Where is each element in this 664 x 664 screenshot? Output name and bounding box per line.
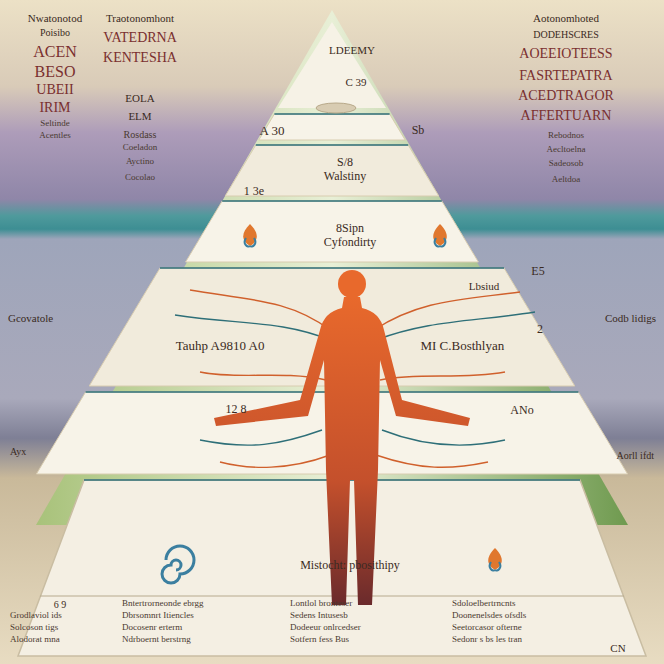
text-label: Sb: [412, 124, 425, 137]
tier-text: Cyfondirty: [321, 236, 380, 250]
text-label: Seltinde: [40, 119, 70, 129]
pyramid-tier: 8SipnCyfondirty: [317, 220, 384, 252]
text-label: Sotfern fess Bus: [290, 635, 349, 645]
text-label: VATEDRNA: [103, 30, 177, 45]
tier-text: LDEEMY: [326, 44, 378, 57]
text-label: Aotonomhoted: [533, 12, 599, 24]
text-label: E5: [531, 265, 544, 278]
text-label: EOLA: [125, 92, 154, 104]
flow-line: [382, 430, 505, 445]
text-label: Traotonomhont: [106, 12, 174, 24]
text-label: Alodorat mna: [10, 635, 60, 645]
text-label: Docosenr erterm: [122, 623, 182, 633]
text-label: Seetorcasor ofterne: [452, 623, 522, 633]
text-label: Ayx: [10, 446, 26, 457]
flow-line: [200, 430, 322, 445]
flow-line: [175, 315, 330, 340]
text-label: Lontlol bronteser: [290, 599, 352, 609]
pyramid-tier: Mistocht: pbosithipy: [293, 557, 407, 575]
text-label: Aeltdoa: [552, 175, 581, 185]
flame-icon: [488, 548, 502, 571]
text-label: AFFERTUARN: [521, 108, 612, 123]
text-label: Rosdass: [124, 129, 157, 140]
tier-text: Mistocht: pbosithipy: [297, 559, 403, 573]
text-label: Poisibo: [40, 27, 70, 38]
text-label: Dbrsomnrt Itiencles: [122, 611, 194, 621]
text-label: Sedonr s bs les tran: [452, 635, 522, 645]
text-label: Nwatonotod: [28, 12, 82, 24]
tier-text: MI C.Bosthlyan: [417, 339, 507, 354]
text-label: Lbsiud: [469, 280, 500, 292]
text-label: Codb lidigs: [605, 312, 656, 324]
text-label: Dodeeur onlrcedser: [290, 623, 361, 633]
text-label: Solcoson tigs: [10, 623, 58, 633]
text-label: Gcovatole: [8, 312, 53, 324]
text-label: C 39: [345, 76, 366, 88]
text-label: Bntertrorneonde ebrgg: [122, 599, 204, 609]
text-label: ACEDTRAGOR: [518, 88, 614, 103]
tier-text: 8Sipn: [333, 222, 367, 236]
text-label: DODEHSCRES: [533, 29, 599, 40]
pyramid-tier: S/8Walstiny: [317, 154, 373, 186]
text-label: Coeladon: [123, 143, 158, 153]
text-label: ANo: [510, 404, 533, 417]
flame-icon: [433, 224, 447, 247]
text-label: Ndrboernt berstrng: [122, 635, 191, 645]
text-label: A 30: [260, 124, 285, 138]
flame-icon: [243, 224, 257, 247]
text-label: Rebodnos: [548, 131, 584, 141]
text-label: Ayctino: [126, 157, 154, 167]
text-label: Sdoloelbertrncnts: [452, 599, 516, 609]
text-label: Cocolao: [125, 173, 155, 183]
tier-text: Walstiny: [321, 170, 369, 184]
text-label: 1 3e: [244, 185, 264, 198]
text-label: ELM: [128, 110, 151, 122]
tier-text: S/8: [334, 156, 356, 170]
text-label: Grodlaviol ids: [10, 611, 62, 621]
text-label: Doonenelsdes ofsdls: [452, 611, 526, 621]
text-label: Sedens Intusesb: [290, 611, 348, 621]
text-label: 2: [537, 323, 543, 336]
text-label: UBEII: [36, 82, 73, 97]
text-label: AOEEIOTEESS: [519, 46, 612, 61]
text-label: Aorll ifdt: [617, 450, 655, 461]
flow-line: [374, 292, 520, 330]
text-label: KENTESHA: [103, 50, 177, 65]
pyramid-tier: LDEEMY: [322, 42, 382, 59]
flow-line: [376, 312, 535, 340]
text-label: Aecltoelna: [547, 145, 586, 155]
text-label: 6 9: [54, 599, 67, 610]
pyramid-tier: Tauhp A9810 A0 MI C.Bosthlyan: [169, 337, 511, 356]
text-label: BESO: [35, 63, 76, 81]
text-label: Sadeosob: [549, 159, 584, 169]
text-label: CN: [610, 642, 625, 654]
flow-line: [220, 455, 330, 467]
text-label: FASRTEPATRA: [519, 68, 612, 83]
flow-line: [376, 455, 488, 467]
flow-line: [380, 372, 505, 380]
text-label: Acentles: [39, 131, 71, 141]
text-label: 12 8: [226, 403, 247, 416]
text-label: ACEN: [33, 43, 77, 61]
text-label: IRIM: [39, 100, 70, 115]
tier-text: Tauhp A9810 A0: [173, 339, 268, 354]
